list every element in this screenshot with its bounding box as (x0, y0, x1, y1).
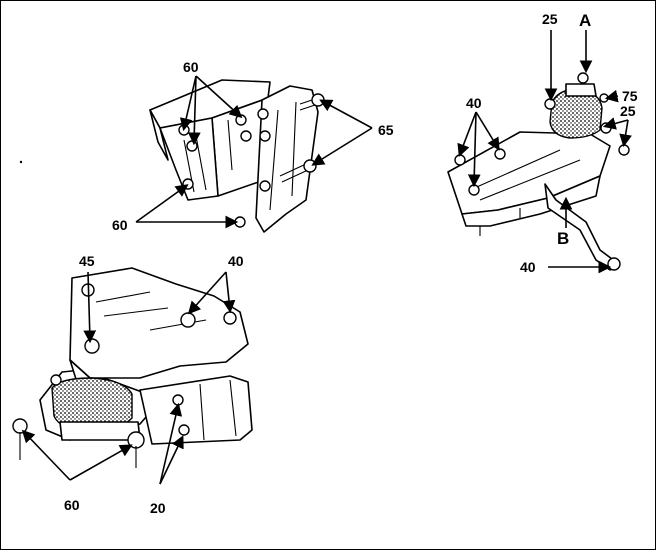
label-60-bottom: 60 (64, 497, 80, 513)
label-60-left: 60 (112, 217, 128, 233)
callout-arrows-bottom (21, 271, 236, 485)
label-60-top: 60 (183, 59, 199, 75)
label-65: 65 (378, 122, 394, 138)
label-25-right: 25 (620, 103, 636, 119)
label-40-bottom: 40 (228, 253, 244, 269)
label-A: A (579, 11, 591, 30)
label-40-bottom-right: 40 (520, 259, 536, 275)
label-40-right: 40 (466, 95, 482, 111)
label-20: 20 (150, 500, 166, 516)
label-45: 45 (79, 253, 95, 269)
callout-arrows-top (135, 75, 373, 229)
label-25-top: 25 (542, 11, 558, 27)
label-B: B (557, 229, 569, 248)
lower-mount-assembly (12, 267, 253, 468)
callout-arrows-right (457, 30, 632, 274)
upper-bracket-assembly (149, 79, 325, 233)
label-75: 75 (622, 88, 638, 104)
